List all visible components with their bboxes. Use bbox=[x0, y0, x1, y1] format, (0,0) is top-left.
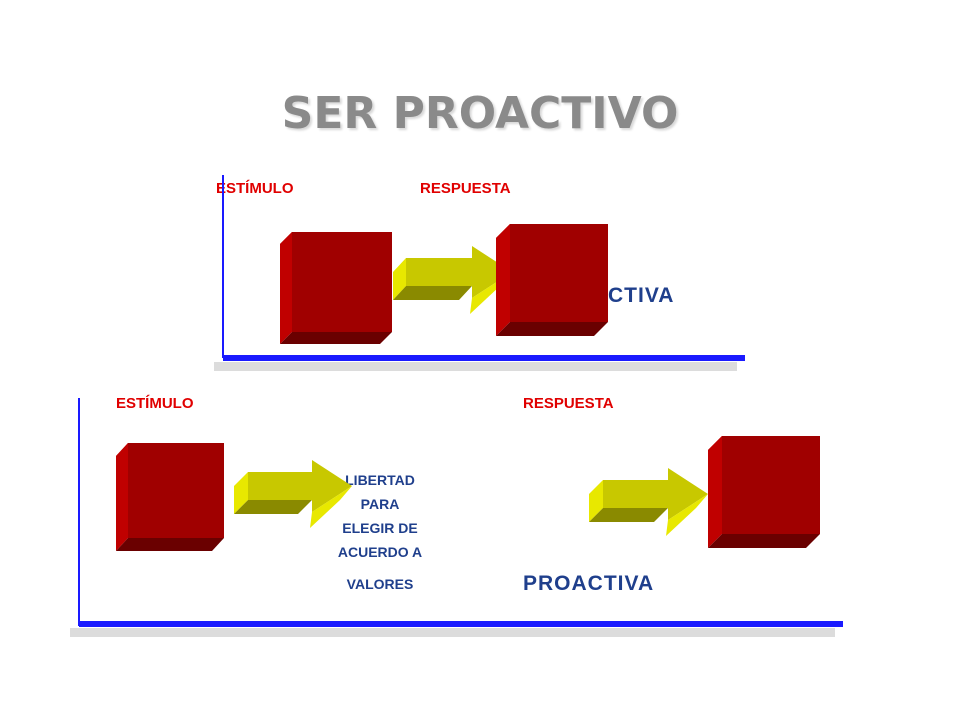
bottom-horizontal-axis bbox=[79, 621, 843, 627]
top-stimulus-label: ESTÍMULO bbox=[216, 180, 294, 197]
freedom-line: PARA bbox=[360, 496, 400, 512]
freedom-line: ELEGIR DE bbox=[342, 520, 418, 536]
bottom-stimulus-cube bbox=[116, 443, 224, 551]
bottom-axes bbox=[70, 398, 843, 637]
top-stimulus-cube bbox=[280, 232, 392, 344]
freedom-line: ACUERDO A bbox=[337, 544, 423, 560]
bottom-proactive-caption: PROACTIVA bbox=[523, 572, 655, 595]
bottom-axis-shadow bbox=[70, 628, 835, 637]
bottom-first-arrow bbox=[234, 460, 352, 528]
bottom-response-cube bbox=[708, 436, 820, 548]
bottom-response-label: RESPUESTA bbox=[523, 395, 614, 412]
top-response-cube bbox=[496, 224, 608, 336]
bottom-stimulus-label: ESTÍMULO bbox=[116, 395, 194, 412]
top-response-label: RESPUESTA bbox=[420, 180, 511, 197]
freedom-line: LIBERTAD bbox=[345, 472, 415, 488]
freedom-line: VALORES bbox=[346, 576, 414, 592]
top-arrow bbox=[393, 246, 512, 314]
top-axis-shadow bbox=[214, 362, 737, 371]
freedom-text: LIBERTAD PARA ELEGIR DE ACUERDO A VALORE… bbox=[300, 468, 460, 596]
top-axes bbox=[214, 175, 745, 371]
page-title: SER PROACTIVO bbox=[281, 88, 679, 139]
bottom-second-arrow bbox=[589, 468, 708, 536]
top-horizontal-axis bbox=[223, 355, 745, 361]
top-reactive-caption: CTIVA bbox=[608, 284, 675, 307]
